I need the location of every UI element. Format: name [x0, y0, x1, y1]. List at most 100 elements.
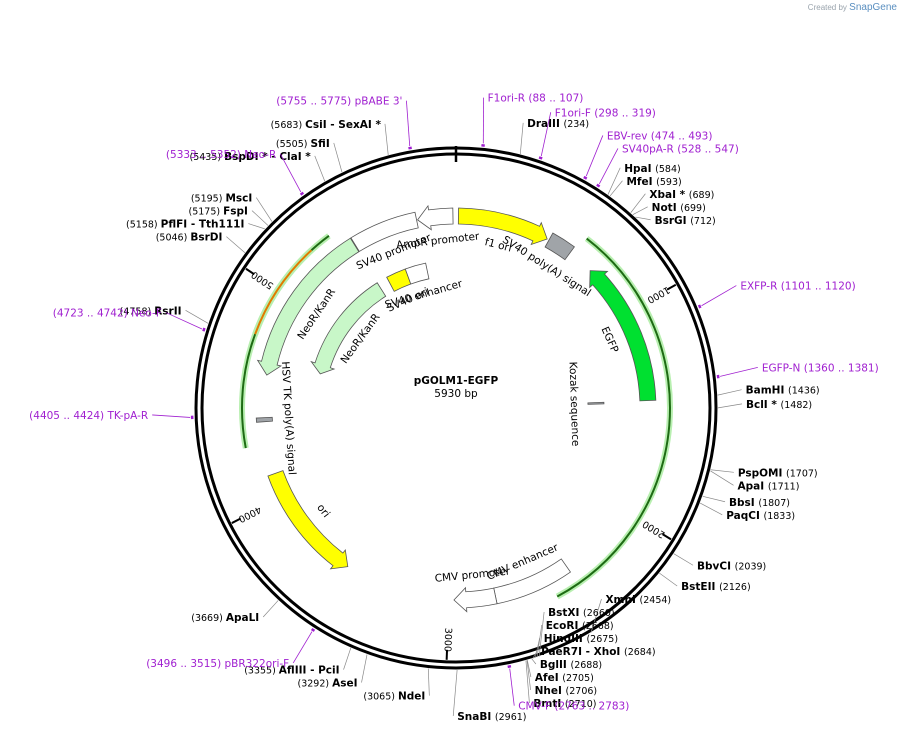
backbone-outer — [194, 146, 718, 670]
primer-name-neo-f: Neo-F — [131, 308, 162, 320]
site-leader-nhei — [526, 660, 531, 691]
site-name-ecori: EcoRI — [546, 620, 582, 632]
primer-mark-neo-f — [202, 327, 206, 332]
site-coord-pspomi: (1707) — [786, 468, 818, 479]
site-leader-fspi — [251, 210, 269, 226]
primer-mark-neo-r — [299, 191, 305, 196]
site-leader-xbai — [630, 193, 646, 213]
site-coord-bcli: (1482) — [781, 400, 813, 411]
site-label-bamhi: BamHI (1436) — [746, 385, 820, 397]
site-name-sfii: SfiI — [311, 138, 330, 150]
site-coord-hpai: (584) — [655, 164, 681, 175]
site-name-xbai: XbaI * — [649, 189, 688, 201]
plasmid-size: 5930 bp — [434, 388, 478, 400]
site-coord-csii-sexai: (5683) — [271, 120, 306, 131]
site-label-bglii: BglII (2688) — [540, 659, 602, 671]
site-coord-bsrgi: (712) — [690, 216, 716, 227]
site-label-paqci: PaqCI (1833) — [726, 510, 795, 522]
site-leader-asei — [361, 654, 368, 683]
primer-name-tk-pa-r: TK-pA-R — [107, 410, 149, 422]
site-coord-nhei: (2706) — [566, 686, 598, 697]
site-name-nhei: NheI — [535, 685, 566, 697]
site-leader-bglii — [531, 658, 537, 665]
site-name-afliii-pcii: AflIII - PciI — [279, 665, 340, 677]
credit-created-by: Created by — [807, 3, 847, 12]
primer-leader-pbabe-3 — [406, 100, 411, 147]
site-label-bsrdi: (5046) BsrDI — [156, 232, 223, 244]
site-label-bmti: BmtI (2710) — [533, 698, 596, 710]
primer-label-neo-r: (5333 .. 5352) Neo-R — [166, 149, 276, 161]
primer-coord-egfp-n: (1360 .. 1381) — [804, 362, 879, 374]
primer-leader-neo-r — [279, 153, 302, 193]
site-label-pflfi-tth111i: (5158) PflFI - Tth111I — [126, 219, 244, 231]
site-leader-bsrgi — [635, 216, 651, 221]
site-name-ndei: NdeI — [398, 691, 425, 703]
site-name-snabi: SnaBI — [457, 711, 495, 723]
site-label-noti: NotI (699) — [652, 202, 706, 214]
site-label-paer7i-xhoi: PaeR7I - XhoI (2684) — [541, 646, 656, 658]
site-leader-bcli — [717, 403, 743, 409]
primer-coord-neo-r: (5333 .. 5352) — [166, 149, 244, 161]
feature-cmv-promoter-5 — [453, 586, 498, 613]
site-coord-noti: (699) — [680, 203, 706, 214]
site-name-csii-sexai: CsiI - SexAI * — [305, 119, 381, 131]
primer-coord-pbr322ori-f: (3496 .. 3515) — [146, 658, 224, 670]
site-leader-bbsi — [702, 495, 726, 503]
primer-coord-ebv-rev: (474 .. 493) — [651, 130, 713, 142]
feature-label-kozak-sequence-3: Kozak sequence — [567, 362, 582, 447]
site-name-pspomi: PspOMI — [738, 467, 786, 479]
site-leader-bsteii — [659, 572, 678, 587]
site-label-snabi: SnaBI (2961) — [457, 711, 526, 723]
site-leader-bbvci — [673, 553, 694, 566]
tick-mark-1000 — [666, 283, 677, 291]
primer-leader-egfp-n — [720, 366, 758, 377]
primer-leader-ebv-rev — [585, 135, 604, 177]
feature-egfp-2 — [589, 270, 657, 402]
site-leader-bsrdi — [226, 236, 246, 254]
site-coord-apali: (3669) — [191, 613, 226, 624]
site-leader-mfei — [609, 180, 623, 197]
site-label-bbvci: BbvCI (2039) — [697, 560, 766, 572]
tick-mark-2000 — [662, 533, 672, 541]
site-label-rsrii: (4758) RsrII — [120, 305, 182, 317]
site-name-afei: AfeI — [535, 672, 562, 684]
credit: Created by SnapGene — [808, 2, 897, 13]
site-name-mfei: MfeI — [626, 176, 656, 188]
site-label-bsrgi: BsrGI (712) — [655, 215, 716, 227]
primer-coord-f1ori-r: (88 .. 107) — [528, 93, 583, 105]
site-label-sfii: (5505) SfiI — [276, 138, 330, 150]
site-label-draiii: DraIII (234) — [527, 118, 589, 130]
site-label-nhei: NheI (2706) — [535, 685, 598, 697]
site-label-afei: AfeI (2705) — [535, 672, 594, 684]
site-name-bbvci: BbvCI — [697, 560, 735, 572]
site-coord-mfei: (593) — [656, 177, 682, 188]
site-coord-hindiii: (2675) — [586, 634, 618, 645]
primer-label-tk-pa-r: (4405 .. 4424) TK-pA-R — [29, 410, 148, 422]
primer-leader-f1ori-f — [540, 112, 552, 157]
site-leader-afei — [526, 660, 532, 678]
site-leader-rsrii — [185, 310, 209, 324]
primer-name-exfp-r: EXFP-R — [740, 281, 780, 293]
site-label-fspi: (5175) FspI — [189, 206, 248, 218]
feature-neor-kanr-8 — [256, 237, 360, 376]
primer-name-pbr322ori-f: pBR322ori-F — [225, 658, 290, 670]
site-leader-msci — [256, 197, 273, 222]
primer-name-pbabe-3: pBABE 3' — [355, 96, 403, 108]
arc-2 — [254, 249, 313, 335]
site-name-bspdi-clai: BspDI * - ClaI * — [224, 151, 311, 163]
site-name-noti: NotI — [652, 202, 681, 214]
primer-leader-cmv-f — [509, 668, 515, 706]
tick-label-3000: 3000 — [441, 628, 453, 653]
site-coord-bbvci: (2039) — [735, 561, 767, 572]
primer-coord-tk-pa-r: (4405 .. 4424) — [29, 410, 107, 422]
primer-leader-sv40pa-r — [598, 148, 619, 185]
site-coord-rsrii: (4758) — [120, 306, 155, 317]
site-label-ndei: (3065) NdeI — [363, 691, 425, 703]
site-coord-bbsi: (1807) — [758, 498, 790, 509]
primer-layer: F1ori-R (88 .. 107)F1ori-F (298 .. 319)E… — [29, 93, 879, 713]
site-name-paqci: PaqCI — [726, 510, 763, 522]
primer-leader-tk-pa-r — [152, 414, 191, 418]
site-coord-apai: (1711) — [768, 481, 800, 492]
site-label-msci: (5195) MscI — [191, 193, 252, 205]
site-label-xbai: XbaI * (689) — [649, 189, 714, 201]
